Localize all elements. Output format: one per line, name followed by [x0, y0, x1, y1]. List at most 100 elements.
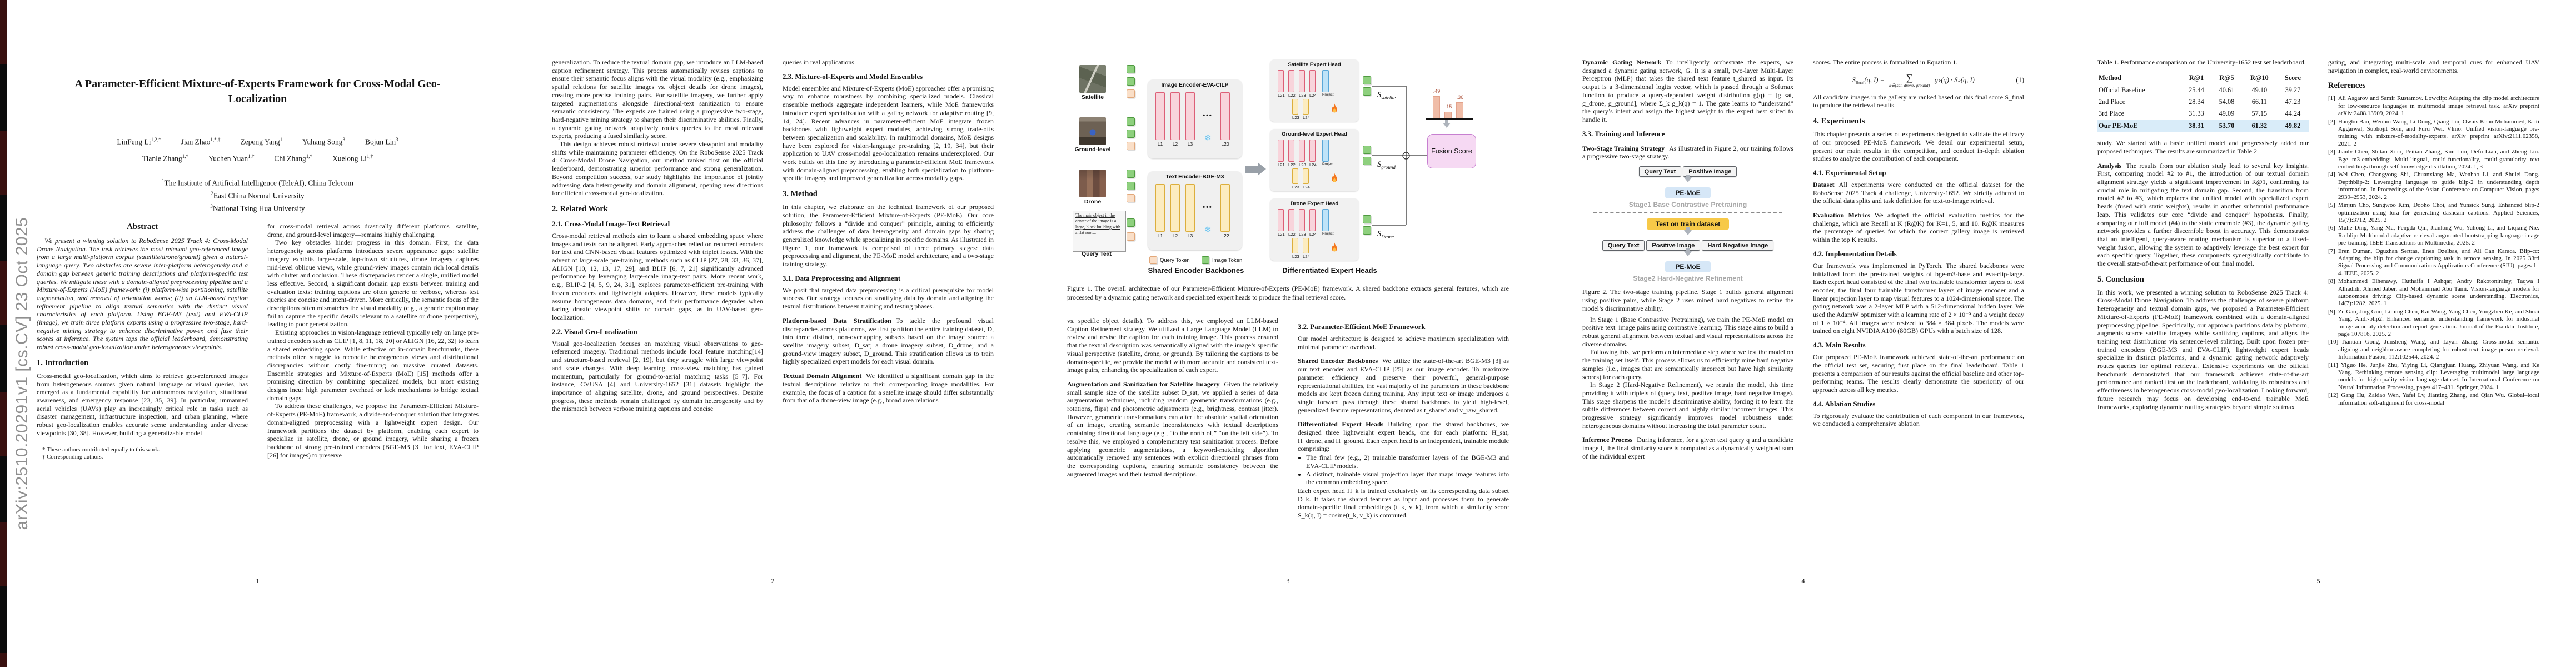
stage1-input-row: Query Text Positive Image — [1638, 166, 1737, 177]
pipeline-cell: Hard Negative Image — [1702, 240, 1774, 251]
author: Zepeng Yang1 — [240, 137, 283, 146]
section-heading: 1. Introduction — [37, 358, 89, 367]
subsection-heading: 4.3. Main Results — [1813, 341, 1866, 350]
projection-bar — [1322, 140, 1329, 162]
bullet-item: A distinct, trainable visual projection … — [1306, 470, 1509, 486]
page-1-columns: Abstract We present a winning solution t… — [37, 222, 479, 584]
fusion-wires — [1372, 86, 1427, 226]
fusion-score-box: Fusion Score — [1427, 134, 1476, 168]
paragraph: Existing approaches in vision-language r… — [267, 328, 479, 402]
projection-bar — [1322, 209, 1329, 231]
encoder-layers: ••• — [1148, 183, 1242, 232]
image-token-swatch — [1202, 256, 1209, 264]
query-text-box: The main object in the center of the ima… — [1073, 211, 1126, 252]
score-bar — [1433, 96, 1440, 118]
run-in-heading: Evaluation Metrics — [1813, 211, 1870, 220]
image-token — [1363, 215, 1371, 223]
paragraph: All candidate images in the gallery are … — [1813, 93, 2024, 109]
subsection-heading: 3.1. Data Preprocessing and Alignment — [783, 274, 901, 282]
paragraph: In Stage 2 (Hard-Negative Refinement), w… — [1582, 381, 1793, 430]
paragraph: We posit that targeted data preprocessin… — [783, 286, 994, 311]
subsection-heading: 2.1. Cross-Modal Image-Text Retrieval — [552, 220, 670, 228]
paragraph: This chapter presents a series of experi… — [1813, 130, 2024, 163]
image-token — [1363, 226, 1371, 235]
stage1-label: Stage1 Base Contrastive Pretraining — [1628, 201, 1747, 209]
score-bar — [1444, 112, 1452, 118]
author: Yuchen Yuan1,† — [208, 153, 255, 163]
paragraph: This design achieves robust retrieval un… — [552, 140, 763, 197]
footnote: † Corresponding authors. — [42, 454, 103, 461]
column-left: Abstract We present a winning solution t… — [37, 222, 248, 584]
score-satellite: Ssatelite — [1377, 91, 1396, 101]
author: Yuhang Song3 — [302, 137, 345, 146]
author: Jian Zhao1,*,† — [181, 137, 221, 146]
author: Tianle Zhang1,† — [142, 153, 188, 163]
satellite-photo — [1079, 65, 1106, 93]
image-token — [1127, 117, 1135, 126]
affiliations: 1The Institute of Artificial Intelligenc… — [37, 176, 479, 214]
encoder-layers: ••• — [1148, 91, 1242, 140]
image-token — [1363, 76, 1371, 84]
flame-icon — [1332, 242, 1337, 252]
down-arrow-icon — [1684, 175, 1692, 186]
paragraph: To rigorously evaluate the contribution … — [1813, 411, 2024, 428]
figure-2-pipeline: Query Text Positive Image PE-MoE Stage1 … — [1586, 166, 1790, 283]
run-in-heading: Dynamic Gating Network — [1582, 58, 1662, 66]
page-5: Table 1. Performance comparison on the U… — [2061, 0, 2576, 667]
stage-divider — [1593, 212, 1782, 214]
column-right: queries in real applications. 2.3. Mixtu… — [783, 58, 994, 581]
column-right: for cross-modal retrieval across drastic… — [267, 222, 479, 584]
run-in-paragraph: Augmentation and Sanitization for Satell… — [1067, 380, 1278, 478]
down-arrow-icon — [1684, 248, 1692, 260]
paper-title: A Parameter-Efficient Mixture-of-Experts… — [74, 78, 441, 105]
run-in-heading: Platform-based Data Stratification — [783, 316, 891, 325]
reference-item: [3]Jianlv Chen, Shitao Xiao, Peitian Zha… — [2328, 148, 2539, 171]
bullet-item: The final few (e.g., 2) trainable transf… — [1306, 454, 1509, 470]
reference-item: [7]Eren Duman, Oguzhan Serttas, Enes Oze… — [2328, 247, 2539, 277]
run-in-heading: Inference Process — [1582, 436, 1633, 444]
run-in-heading: Augmentation and Sanitization for Satell… — [1067, 380, 1220, 388]
paragraph: Each expert head H_k is trained exclusiv… — [1298, 486, 1509, 520]
query-text-label: Query Text — [1081, 251, 1112, 257]
legend-image-token: Image Token — [1202, 256, 1242, 264]
image-token — [1363, 87, 1371, 96]
frozen-layer-bar — [1170, 92, 1180, 140]
snowflake-icon: ❄ — [1204, 225, 1212, 235]
author: Chi Zhang1,† — [274, 153, 312, 163]
pipeline-cell: Positive Image — [1646, 240, 1701, 251]
paragraph: Model ensembles and Mixture-of-Experts (… — [783, 84, 994, 182]
run-in-heading: Dataset — [1813, 180, 1835, 188]
platform-label: Ground-level — [1074, 146, 1111, 153]
stage2-label: Stage2 Hard-Negative Refinement — [1633, 275, 1743, 283]
pipeline-cell: Query Text — [1602, 240, 1645, 251]
pe-moe-box: PE-MoE — [1665, 187, 1711, 199]
stage2-input-row: Query Text Positive Image Hard Negative … — [1602, 240, 1774, 251]
run-in-heading: Differentiated Expert Heads — [1298, 420, 1384, 429]
author-row-2: Tianle Zhang1,† Yuchen Yuan1,† Chi Zhang… — [26, 153, 490, 163]
paragraph: Cross-modal retrieval methods aim to lea… — [552, 231, 763, 321]
frozen-layer-bar — [1185, 184, 1195, 232]
run-in-heading: Two-Stage Training Strategy — [1582, 144, 1665, 152]
run-in-heading: Textual Domain Alignment — [783, 372, 862, 380]
page-1: arXiv:2510.20291v1 [cs.CV] 23 Oct 2025 A… — [0, 0, 515, 667]
reference-item: [5]Minjun Cho, Sungwoo Kim, Dooho Choi, … — [2328, 202, 2539, 223]
equation-tag: (1) — [2016, 76, 2024, 84]
reference-item: [8]Mohammed Elhenawy, Huthaifa I Ashqar,… — [2328, 278, 2539, 307]
pipeline-cell: Positive Image — [1683, 166, 1737, 177]
image-token — [1127, 218, 1135, 227]
ground-photo — [1079, 117, 1106, 145]
abstract-text: We present a winning solution to RoboSen… — [37, 237, 248, 351]
query-token — [1127, 194, 1135, 202]
query-token — [1127, 232, 1135, 241]
table-1-caption: Table 1. Performance comparison on the U… — [2097, 58, 2306, 66]
subsection-heading: 2.2. Visual Geo-Localization — [552, 327, 637, 336]
paragraph: Our proposed PE-MoE framework achieved s… — [1813, 353, 2024, 394]
score-bar — [1456, 102, 1463, 118]
